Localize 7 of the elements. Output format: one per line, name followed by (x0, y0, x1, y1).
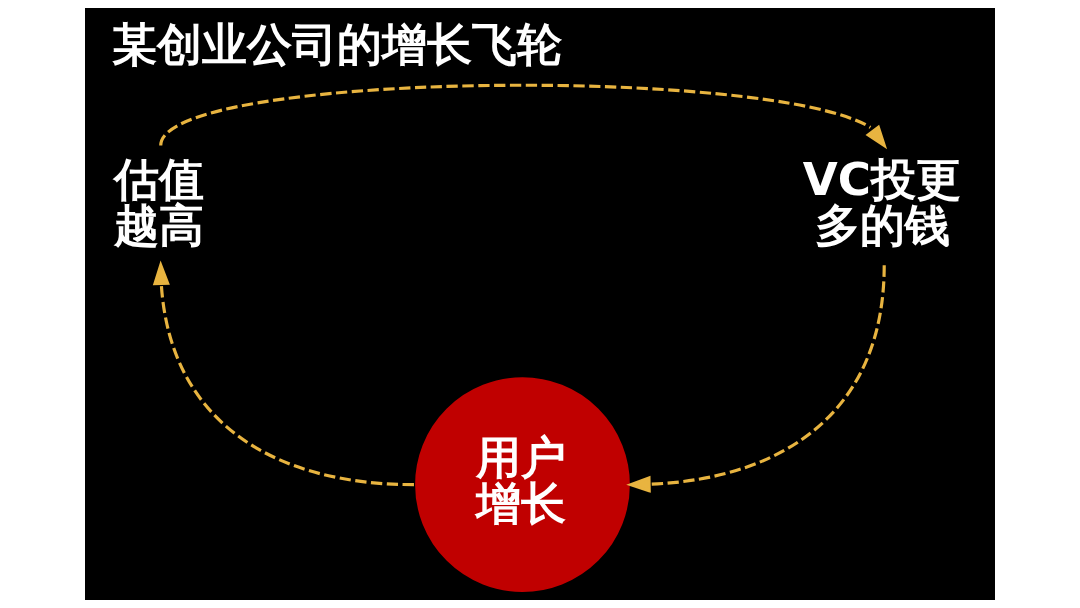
node-circle: 用户增长 (415, 377, 630, 593)
arrow (159, 83, 888, 150)
arrow (152, 260, 415, 487)
node-text: VC投更多的钱 (802, 153, 961, 252)
arrow (626, 265, 886, 493)
diagram-title: 某创业公司的增长飞轮 (112, 18, 563, 72)
node-text: 估值越高 (114, 153, 205, 252)
